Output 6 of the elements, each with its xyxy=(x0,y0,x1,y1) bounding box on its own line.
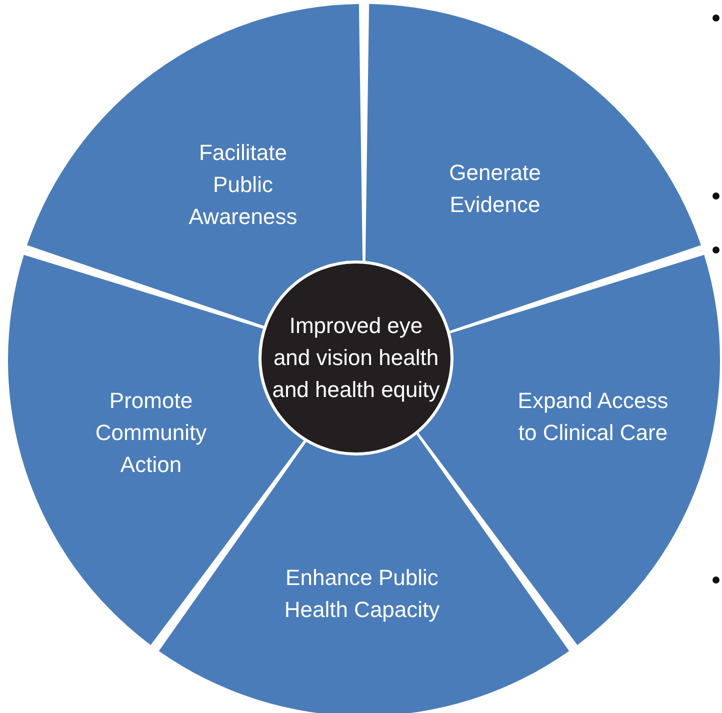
segment-label: Generate Evidence xyxy=(448,159,542,219)
segment-label: Expand Access to Clinical Care xyxy=(516,387,670,447)
segment-label: Facilitate Public Awareness xyxy=(188,139,298,231)
segment-label: Promote Community Action xyxy=(94,387,208,479)
segment-label: Enhance Public Health Capacity xyxy=(283,564,441,624)
center-label: Improved eye and vision health and health equity xyxy=(271,312,441,404)
